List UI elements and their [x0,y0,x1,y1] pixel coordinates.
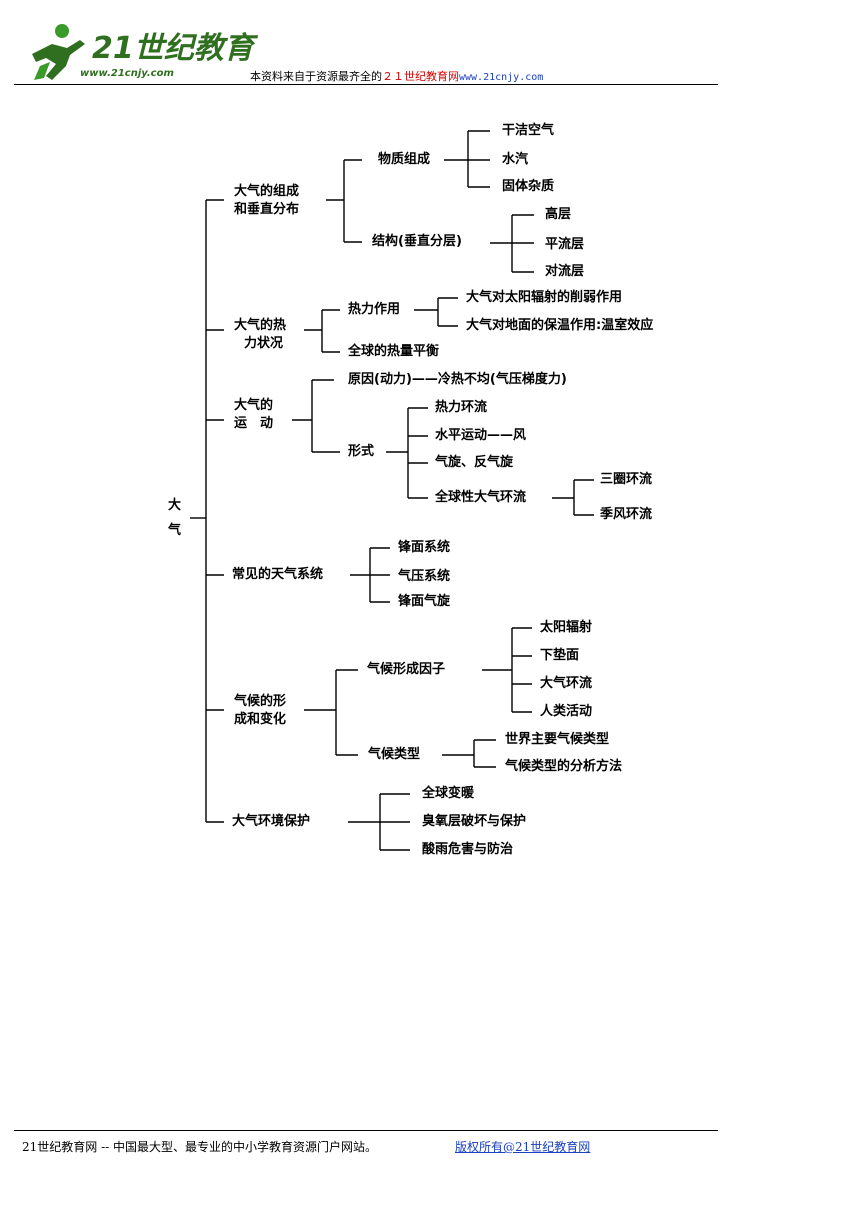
leaf-solar-weakening: 大气对太阳辐射的削弱作用 [466,290,623,305]
node-thermal-effect: 热力作用 [348,302,401,317]
leaf-world-climate-types: 世界主要气候类型 [505,732,610,747]
atmosphere-concept-map [190,130,594,851]
site-logo: 21世纪教育 www.21cnjy.com [32,24,259,80]
branch-motion-label-2: 运 动 [234,416,274,431]
leaf-ozone-protection: 臭氧层破坏与保护 [422,814,527,829]
leaf-acid-rain: 酸雨危害与防治 [422,842,514,857]
leaf-climate-analysis-method: 气候类型的分析方法 [505,759,623,774]
root-node-char-1: 大 [168,498,182,513]
branch-weather-systems: 常见的天气系统 [232,567,324,582]
node-global-circulation: 全球性大气环流 [435,490,527,505]
source-site-link[interactable]: ２１世纪教育网 [382,70,459,83]
node-material-composition: 物质组成 [378,152,431,167]
leaf-thermal-circulation: 热力环流 [435,400,488,415]
node-motion-cause: 原因(动力)——冷热不均(气压梯度力) [348,372,567,387]
branch-environment-protection: 大气环境保护 [232,814,311,829]
branch-thermal-label-2: 力状况 [244,336,284,351]
leaf-atmospheric-circulation: 大气环流 [540,676,593,691]
leaf-stratosphere: 平流层 [545,237,585,252]
leaf-troposphere: 对流层 [545,264,585,279]
leaf-solid-impurities: 固体杂质 [502,179,555,194]
footer-site-description: 21世纪教育网 -- 中国最大型、最专业的中小学教育资源门户网站。 [22,1140,378,1154]
leaf-solar-radiation: 太阳辐射 [540,620,593,635]
header-source-text: 本资料来自于资源最齐全的２１世纪教育网www.21cnjy.com [250,68,543,84]
footer-copyright-link[interactable]: 版权所有@21世纪教育网 [455,1140,591,1154]
node-climate-types: 气候类型 [368,747,421,762]
source-url-link[interactable]: www.21cnjy.com [459,72,544,83]
connector-lines [190,130,594,851]
node-motion-form: 形式 [348,444,375,459]
leaf-monsoon-circulation: 季风环流 [600,507,653,522]
node-heat-balance: 全球的热量平衡 [348,344,440,359]
leaf-underlying-surface: 下垫面 [540,648,580,663]
running-figure-icon [32,24,85,80]
node-climate-factors: 气候形成因子 [367,662,446,677]
branch-climate-label-2: 成和变化 [234,712,287,727]
node-vertical-structure: 结构(垂直分层) [372,234,462,249]
branch-thermal-label-1: 大气的热 [234,318,287,333]
leaf-frontal-system: 锋面系统 [398,540,451,555]
leaf-greenhouse-effect: 大气对地面的保温作用:温室效应 [466,318,654,333]
branch-motion-label-1: 大气的 [234,398,274,413]
leaf-cyclone-anticyclone: 气旋、反气旋 [435,455,514,470]
footer-divider [14,1130,718,1131]
leaf-dry-air: 干洁空气 [502,123,555,138]
leaf-upper-layer: 高层 [545,207,572,222]
branch-composition-label-1: 大气的组成 [234,184,300,199]
branch-composition-label-2: 和垂直分布 [234,202,300,217]
leaf-global-warming: 全球变暖 [422,786,475,801]
leaf-human-activity: 人类活动 [540,704,593,719]
leaf-frontal-cyclone: 锋面气旋 [398,594,451,609]
source-prefix: 本资料来自于资源最齐全的 [250,70,382,83]
leaf-horizontal-wind: 水平运动——风 [435,428,527,443]
branch-climate-label-1: 气候的形 [234,694,287,709]
leaf-water-vapor: 水汽 [502,152,529,167]
leaf-pressure-system: 气压系统 [398,569,451,584]
root-node-char-2: 气 [168,523,182,538]
logo-text: 21世纪教育 [92,31,259,66]
leaf-three-cell-circulation: 三圈环流 [600,472,653,487]
header-divider [14,84,718,85]
logo-url-text: www.21cnjy.com [80,68,174,79]
